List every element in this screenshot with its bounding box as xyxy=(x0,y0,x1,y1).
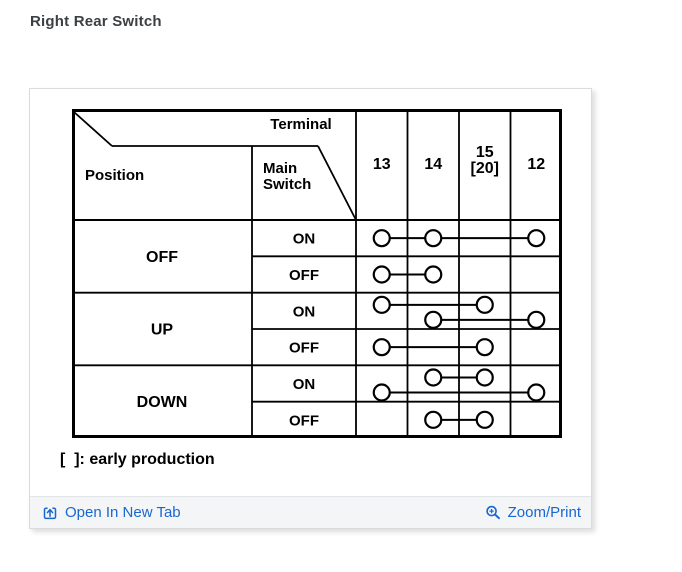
terminal-circle xyxy=(475,368,494,387)
terminal-circle xyxy=(424,229,443,248)
terminal-number-label: 13 xyxy=(373,156,391,173)
main-switch-state-label: OFF xyxy=(289,340,319,357)
terminal-circle xyxy=(475,295,494,314)
terminal-circle xyxy=(372,295,391,314)
terminal-circle xyxy=(372,229,391,248)
main-switch-state-label: OFF xyxy=(289,267,319,284)
terminal-circle xyxy=(372,338,391,357)
main-switch-state-label: ON xyxy=(293,303,316,320)
terminal-circle xyxy=(372,265,391,284)
terminal-circle xyxy=(424,368,443,387)
header-diagonal xyxy=(317,145,357,221)
zoom-in-icon xyxy=(485,505,500,519)
main-switch-state-label: ON xyxy=(293,231,316,248)
zoom-print-label: Zoom/Print xyxy=(507,504,581,521)
page-title: Right Rear Switch xyxy=(30,13,162,30)
terminal-number-label: 12 xyxy=(527,156,545,173)
terminal-circle xyxy=(527,229,546,248)
terminal-header-label: Terminal xyxy=(270,116,331,133)
terminal-number-label: 15 xyxy=(476,144,494,161)
header-diagonal xyxy=(73,111,113,147)
position-label: DOWN xyxy=(137,394,188,411)
open-in-new-tab-label: Open In New Tab xyxy=(65,504,181,521)
terminal-number-label: 14 xyxy=(424,156,442,173)
terminal-number-sublabel: [20] xyxy=(471,160,499,177)
open-in-new-tab-icon xyxy=(43,506,57,519)
card-footer: Open In New Tab Zoom/Print xyxy=(30,496,591,528)
terminal-circle xyxy=(475,410,494,429)
position-label: UP xyxy=(151,322,174,339)
position-label: OFF xyxy=(146,249,178,266)
main-switch-state-label: ON xyxy=(293,376,316,393)
terminal-circle xyxy=(527,383,546,402)
early-production-note: [ ]: early production xyxy=(60,451,215,468)
terminal-circle xyxy=(424,410,443,429)
terminal-circle xyxy=(424,310,443,329)
main-switch-header-line: Main xyxy=(263,160,297,177)
open-in-new-tab-link[interactable]: Open In New Tab xyxy=(42,504,181,521)
terminal-circle xyxy=(475,338,494,357)
zoom-print-link[interactable]: Zoom/Print xyxy=(485,504,581,521)
terminal-circle xyxy=(372,383,391,402)
main-switch-state-label: OFF xyxy=(289,412,319,429)
main-switch-header-line: Switch xyxy=(263,176,311,193)
terminal-circle xyxy=(527,310,546,329)
position-header-label: Position xyxy=(85,167,144,184)
terminal-circle xyxy=(424,265,443,284)
table-outer-border xyxy=(72,109,562,438)
